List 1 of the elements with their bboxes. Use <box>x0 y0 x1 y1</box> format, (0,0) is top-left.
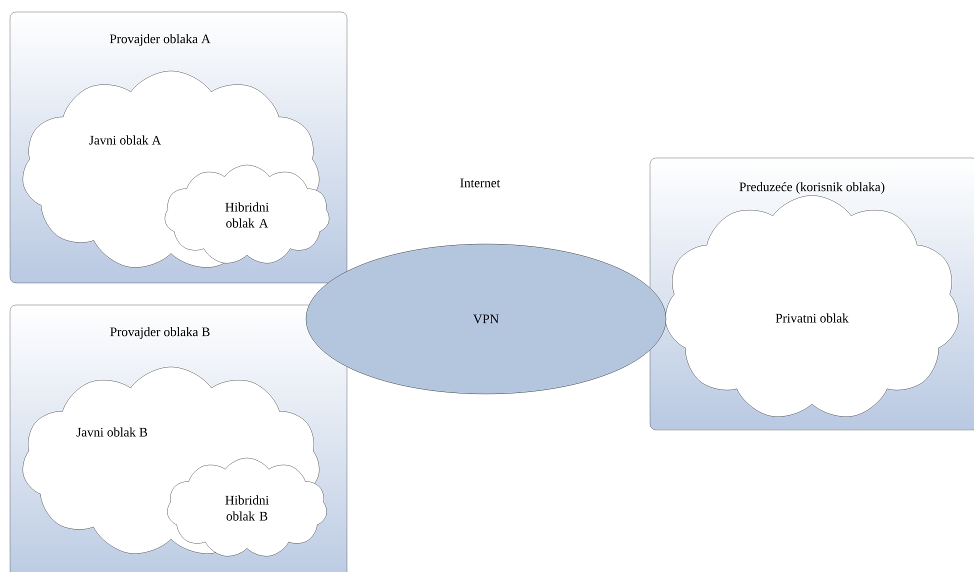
network-label: Internet <box>460 178 500 188</box>
